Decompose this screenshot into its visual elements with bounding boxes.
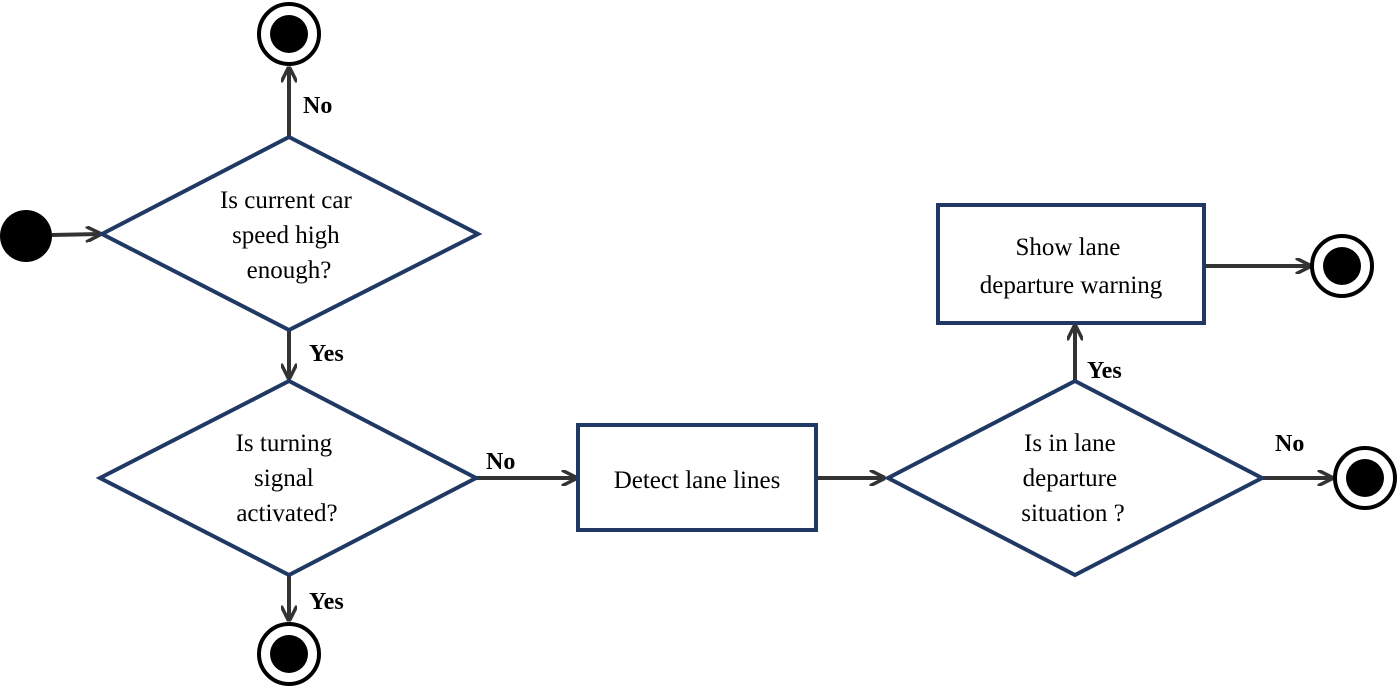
edge-label-signal-no: No: [486, 449, 515, 475]
warning-action: Show lane departure warning: [936, 203, 1206, 325]
end-node-warning: [1310, 234, 1374, 298]
signal-decision-label: Is turning signal activated?: [236, 430, 339, 527]
departure-decision: Is in lane departure situation ?: [883, 378, 1267, 578]
edge-label-signal-yes: Yes: [309, 589, 344, 615]
edge-start-to-speed-decision: [51, 234, 100, 235]
end-node-signal: [257, 622, 321, 686]
edge-label-speed-yes: Yes: [309, 341, 344, 367]
speed-decision-label: Is current car speed high enough?: [220, 187, 358, 284]
end-node-speed: [257, 2, 321, 66]
departure-decision-label: Is in lane departure situation ?: [1021, 430, 1124, 527]
start-node: [0, 210, 52, 262]
speed-decision: Is current car speed high enough?: [97, 134, 483, 333]
detect-action-label: Detect lane lines: [614, 467, 781, 494]
edge-label-speed-no: No: [303, 93, 332, 119]
edge-label-departure-no: No: [1275, 431, 1304, 457]
warning-action-label: Show lane departure warning: [980, 234, 1163, 299]
edge-label-departure-yes: Yes: [1087, 358, 1122, 384]
end-node-departure: [1333, 446, 1397, 510]
detect-action: Detect lane lines: [576, 423, 818, 532]
signal-decision: Is turning signal activated?: [95, 378, 481, 578]
